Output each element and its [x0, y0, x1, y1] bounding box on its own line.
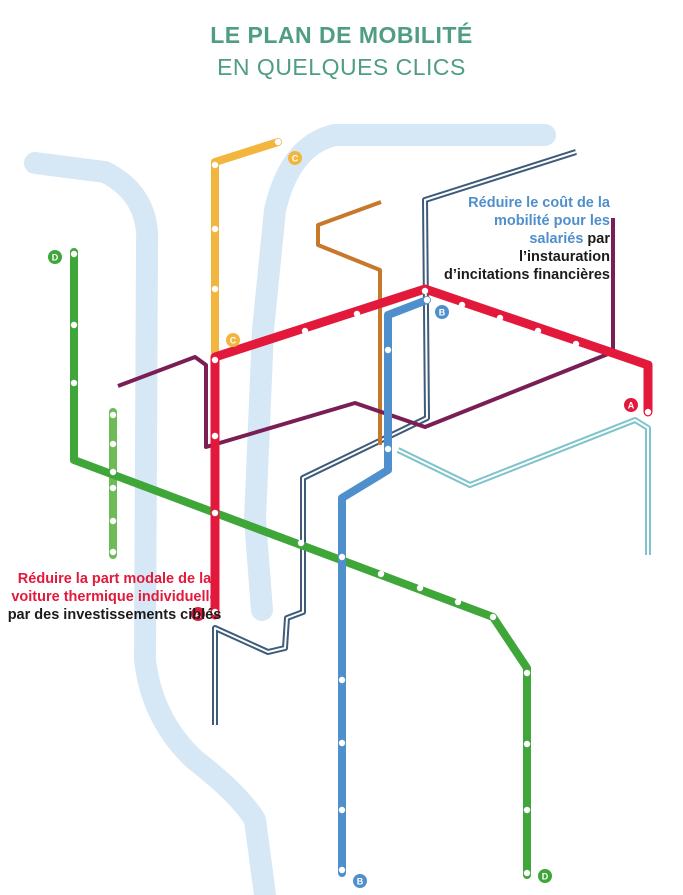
station-a	[572, 340, 580, 348]
page-title: LE PLAN DE MOBILITÉ	[210, 22, 473, 48]
station-light-green	[109, 517, 117, 525]
station-d	[523, 740, 531, 748]
svg-text:D: D	[52, 253, 59, 263]
station-b	[338, 676, 346, 684]
station-a	[211, 356, 219, 364]
svg-text:B: B	[357, 877, 364, 887]
station-d	[338, 553, 346, 561]
svg-text:C: C	[230, 336, 237, 346]
caption-modal-rest: par des investissements ciblés	[7, 607, 222, 623]
teal-line	[396, 417, 651, 555]
purple-line	[117, 218, 615, 449]
station-light-green	[109, 484, 117, 492]
caption-cost-rest: par l’instauration d’incitations financi…	[444, 231, 610, 283]
station-d	[523, 869, 531, 877]
river-branch	[244, 124, 556, 621]
station-d	[297, 539, 305, 547]
station-a	[421, 287, 429, 295]
station-d	[70, 321, 78, 329]
station-c	[274, 138, 282, 146]
station-a	[211, 432, 219, 440]
badge-a-right: A	[624, 398, 638, 412]
caption-cost: Réduire le coût de la mobilité pour les …	[440, 194, 610, 284]
badge-c-top: C	[288, 151, 302, 165]
badge-d-bottom: D	[538, 869, 552, 883]
station-d	[416, 584, 424, 592]
svg-text:C: C	[292, 154, 299, 164]
caption-modal: Réduire la part modale de la voiture the…	[2, 570, 227, 624]
station-a	[301, 327, 309, 335]
station-a	[211, 608, 219, 616]
station-b	[384, 445, 392, 453]
station-d	[377, 570, 385, 578]
badge-b-top: B	[435, 305, 449, 319]
caption-cost-highlight: Réduire le coût de la mobilité pour les …	[468, 195, 610, 247]
station-light-green	[109, 548, 117, 556]
svg-text:A: A	[628, 401, 635, 411]
station-c	[211, 225, 219, 233]
station-a	[534, 327, 542, 335]
station-b	[338, 739, 346, 747]
station-d	[489, 613, 497, 621]
svg-text:A: A	[195, 610, 202, 620]
svg-text:B: B	[439, 308, 446, 318]
station-b	[338, 806, 346, 814]
svg-text:D: D	[542, 872, 549, 882]
station-d	[523, 806, 531, 814]
station-d	[454, 598, 462, 606]
station-b	[338, 866, 346, 874]
station-light-green	[109, 411, 117, 419]
station-d	[70, 250, 78, 258]
station-light-green	[109, 440, 117, 448]
badge-b-bottom: B	[353, 874, 367, 888]
station-d	[109, 468, 117, 476]
station-a	[353, 310, 361, 318]
orange-line	[316, 200, 382, 445]
badge-c-bottom: C	[226, 333, 240, 347]
station-c	[211, 285, 219, 293]
line-b	[338, 296, 431, 877]
line-a	[210, 284, 653, 620]
station-d	[523, 669, 531, 677]
badge-a-left: A	[191, 607, 205, 621]
station-b	[384, 346, 392, 354]
station-a	[211, 509, 219, 517]
station-b	[423, 296, 431, 304]
stations	[70, 138, 652, 877]
line-badges: C C D D A A B B	[48, 151, 638, 888]
badge-d-top: D	[48, 250, 62, 264]
station-a	[458, 301, 466, 309]
page-subtitle: EN QUELQUES CLICS	[217, 54, 466, 80]
station-a	[644, 408, 652, 416]
station-d	[70, 379, 78, 387]
caption-modal-highlight: Réduire la part modale de la voiture the…	[11, 571, 218, 605]
river	[24, 152, 276, 895]
station-a	[496, 314, 504, 322]
station-c	[211, 161, 219, 169]
navy-line	[212, 149, 577, 725]
